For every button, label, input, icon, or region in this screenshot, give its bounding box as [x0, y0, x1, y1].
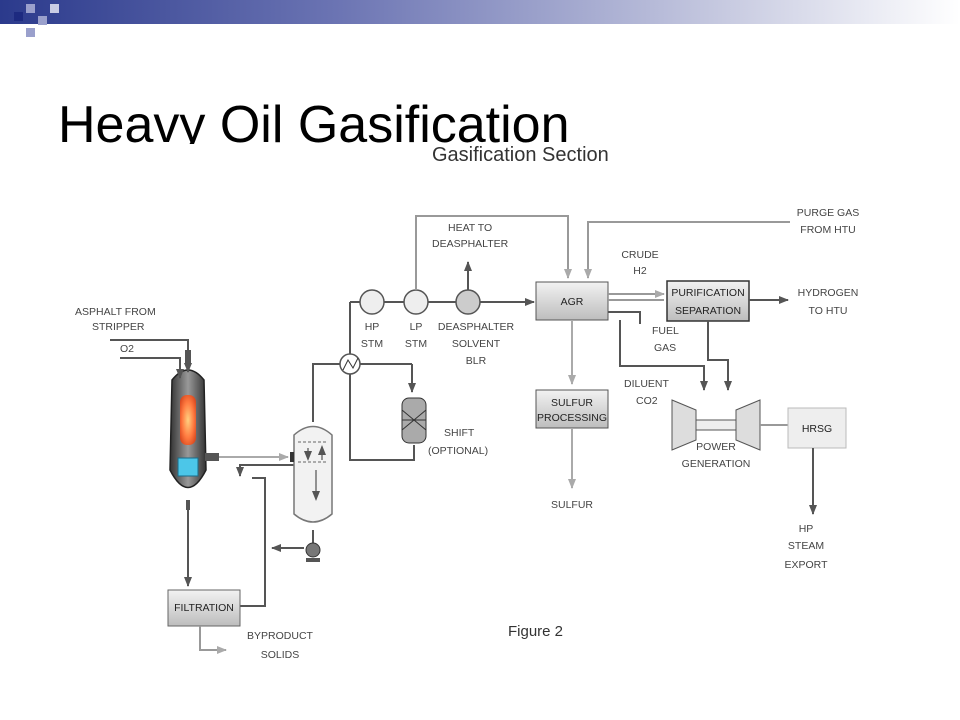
agr-to-purification-line	[608, 290, 665, 301]
purge-gas-line	[584, 221, 790, 279]
decor-square-light	[38, 16, 47, 25]
deasphalter-solvent-boiler	[455, 261, 481, 315]
deasphalter-label-2: SOLVENT	[452, 338, 501, 350]
lp-label-1: LP	[410, 321, 423, 333]
power-label-2: GENERATION	[682, 458, 751, 470]
hp-steam-label-3: EXPORT	[785, 559, 829, 571]
decor-square-dark	[26, 28, 35, 37]
asphalt-feed-line	[110, 339, 192, 379]
heat-label-2: DEASPHALTER	[432, 238, 509, 250]
hp-steam-label-1: HP	[799, 523, 814, 535]
fuel-label-2: GAS	[654, 342, 676, 354]
shift-reactor	[401, 397, 427, 444]
diluent-label-2: CO2	[636, 395, 658, 407]
shift-label-1: SHIFT	[444, 427, 475, 439]
heat-exchanger	[339, 353, 416, 461]
filtration-unit: FILTRATION	[167, 589, 241, 654]
heat-label-1: HEAT TO	[448, 222, 492, 234]
hydrogen-label-2: TO HTU	[809, 305, 848, 317]
syngas-to-scrubber-line	[219, 453, 300, 477]
byproduct-label-2: SOLIDS	[261, 649, 300, 661]
filtration-label: FILTRATION	[174, 602, 234, 614]
sulfur-processing-label-2: PROCESSING	[537, 412, 607, 424]
hrsg-label: HRSG	[802, 423, 832, 435]
scrubber-vessel	[290, 425, 333, 523]
agr-label: AGR	[561, 296, 584, 308]
lp-label-2: STM	[405, 338, 427, 350]
deasphalter-label-1: DEASPHALTER	[438, 321, 515, 333]
hydrogen-label-1: HYDROGEN	[798, 287, 859, 299]
hrsg-unit: HRSG	[787, 407, 847, 515]
figure-title: Gasification Section	[432, 144, 609, 166]
diluent-label-1: DILUENT	[624, 378, 670, 390]
deasphalter-label-3: BLR	[466, 355, 487, 367]
slide-header-bar	[0, 0, 960, 24]
slide-title: Heavy Oil Gasification	[58, 96, 570, 144]
o2-label: O2	[120, 343, 134, 355]
crude-label-2: H2	[633, 265, 647, 277]
decor-square-light	[50, 4, 59, 13]
crude-label-1: CRUDE	[621, 249, 658, 261]
recycle-pump	[271, 530, 321, 562]
gasifier-vessel	[169, 350, 219, 510]
asphalt-label-1: ASPHALT FROM	[75, 306, 156, 318]
fuel-label-1: FUEL	[652, 325, 679, 337]
decor-square-light	[26, 4, 35, 13]
agr-unit: AGR	[535, 281, 609, 321]
power-label-1: POWER	[696, 441, 736, 453]
purge-label-2: FROM HTU	[800, 224, 855, 236]
hp-label-1: HP	[365, 321, 380, 333]
lp-steam-drum	[403, 289, 429, 315]
shift-label-2: (OPTIONAL)	[428, 445, 488, 457]
byproduct-label-1: BYPRODUCT	[247, 630, 314, 642]
asphalt-label-2: STRIPPER	[92, 321, 145, 333]
fuel-to-power-line	[608, 311, 732, 391]
heat-to-deasphalter-line	[415, 215, 572, 290]
syngas-to-exchanger-line	[312, 363, 340, 422]
hp-label-2: STM	[361, 338, 383, 350]
sulfur-processing-unit: SULFUR PROCESSING	[535, 389, 609, 489]
purification-label-2: SEPARATION	[675, 305, 741, 317]
hp-steam-drum	[359, 289, 385, 315]
figure-caption: Figure 2	[508, 623, 564, 640]
sulfur-label: SULFUR	[551, 499, 593, 511]
power-generation-turbine	[671, 399, 788, 451]
exchanger-train-line	[349, 298, 535, 354]
purification-unit: PURIFICATION SEPARATION	[666, 280, 789, 322]
sulfur-processing-label-1: SULFUR	[551, 397, 593, 409]
decor-square-dark	[14, 12, 23, 21]
purge-label-1: PURGE GAS	[797, 207, 859, 219]
slag-to-filtration-line	[184, 477, 266, 607]
hp-steam-label-2: STEAM	[788, 540, 824, 552]
purification-label-1: PURIFICATION	[671, 287, 744, 299]
